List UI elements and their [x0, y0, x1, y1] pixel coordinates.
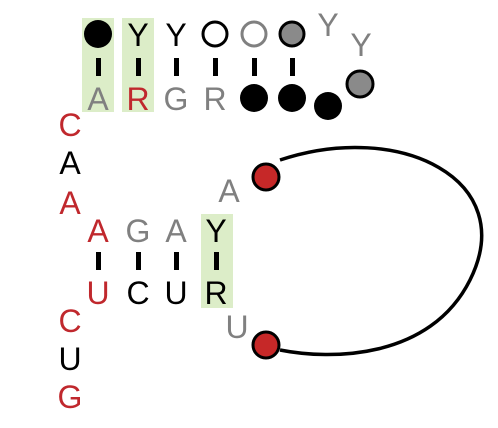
- top-extra-y-2: Y: [350, 27, 371, 63]
- middle-top-letter-1: A: [87, 213, 109, 249]
- top-strand-letter-3: G: [164, 81, 189, 117]
- middle-bottom-letter-4: R: [204, 275, 227, 311]
- bond-bar-4: [213, 58, 218, 76]
- node-top-open-black: [201, 20, 229, 48]
- top-y-label-1: Y: [127, 17, 148, 53]
- top-strand-letter-1: A: [87, 81, 109, 117]
- top-y-label-2: Y: [165, 17, 186, 53]
- tail-strand-letter-1: C: [58, 303, 81, 339]
- middle-top-letter-2: G: [126, 213, 151, 249]
- top-strand-letter-2: R: [126, 81, 149, 117]
- bond-bar-9: [174, 252, 179, 270]
- node-loop-red-top: [251, 162, 281, 192]
- left-strand-letter-1: C: [58, 107, 81, 143]
- left-strand-letter-2: A: [59, 145, 81, 181]
- loop-label-u: U: [225, 309, 248, 345]
- node-top-filled-black: [84, 20, 112, 48]
- middle-bottom-letter-1: U: [86, 275, 109, 311]
- top-strand-letter-4: R: [203, 81, 226, 117]
- node-strand-filled-3: [314, 92, 342, 120]
- loop-arc: [279, 145, 484, 357]
- node-strand-filled-1: [240, 84, 268, 112]
- node-strand-filled-gray: [345, 69, 375, 99]
- bond-bar-10: [214, 252, 219, 270]
- node-loop-red-bottom: [251, 330, 281, 360]
- loop-label-a: A: [218, 173, 240, 209]
- bond-bar-3: [174, 58, 179, 76]
- bond-bar-7: [96, 252, 101, 270]
- node-strand-filled-2: [278, 84, 306, 112]
- middle-bottom-letter-3: U: [164, 275, 187, 311]
- bond-bar-5: [252, 58, 257, 76]
- top-extra-y-1: Y: [317, 7, 338, 43]
- left-strand-letter-3: A: [59, 185, 81, 221]
- tail-strand-letter-3: G: [58, 379, 83, 415]
- bond-bar-6: [290, 58, 295, 76]
- bond-bar-1: [96, 58, 101, 76]
- middle-bottom-letter-2: C: [126, 275, 149, 311]
- bond-bar-2: [136, 58, 141, 76]
- node-top-filled-gray: [278, 20, 306, 48]
- tail-strand-letter-2: U: [58, 341, 81, 377]
- bond-bar-8: [136, 252, 141, 270]
- middle-top-letter-4: Y: [205, 213, 226, 249]
- middle-top-letter-3: A: [165, 213, 187, 249]
- node-top-open-gray: [240, 20, 268, 48]
